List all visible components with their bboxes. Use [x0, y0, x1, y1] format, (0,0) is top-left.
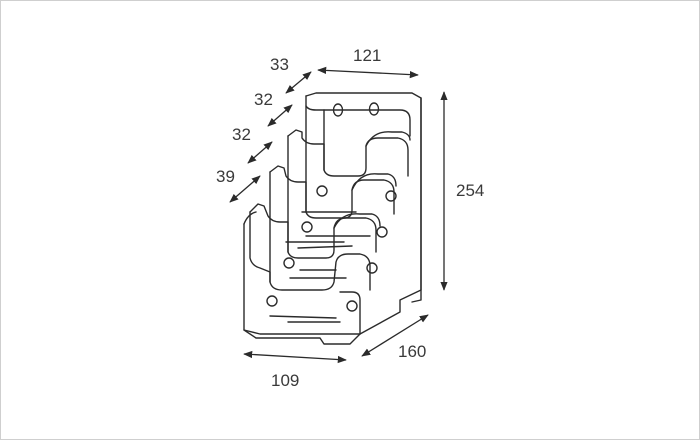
mount-hole-left: [332, 103, 344, 117]
dim-depth-label: 160: [398, 342, 426, 361]
body-right-side: [359, 97, 422, 335]
back-panel: [305, 92, 422, 303]
dim-step-2-label: 32: [254, 90, 273, 109]
hole: [366, 262, 378, 274]
tier-2-pocket: [269, 165, 395, 219]
hole: [385, 190, 397, 202]
hole: [301, 221, 313, 233]
shelf-lines: [269, 211, 371, 323]
hole: [346, 300, 358, 312]
back-panel-front-edge: [305, 95, 411, 137]
hole: [376, 226, 388, 238]
dim-step-4-arrow: [229, 175, 261, 203]
tier-2-inner: [287, 135, 397, 253]
dim-top-width-label: 121: [353, 46, 381, 65]
tier-1-pocket: [287, 129, 409, 177]
front-panel: [243, 223, 361, 335]
dim-step-1-arrow: [285, 71, 312, 94]
dim-depth-arrow: [361, 314, 429, 357]
hole: [266, 295, 278, 307]
tier-4-pocket: [249, 211, 371, 291]
mount-hole-right: [368, 102, 380, 116]
dim-step-1-label: 33: [270, 55, 289, 74]
holder-drawing: [243, 92, 422, 345]
dim-base-width-label: 109: [271, 371, 299, 390]
tier-3-pocket: [249, 203, 377, 259]
dim-base-width-arrow: [243, 350, 347, 364]
dimension-arrows: [229, 66, 448, 364]
dim-step-3-arrow: [247, 141, 273, 164]
tier-3-inner: [269, 171, 381, 283]
dim-top-width-arrow: [317, 66, 419, 79]
hole: [283, 257, 295, 269]
dim-step-2-arrow: [267, 104, 293, 127]
dim-step-4-label: 39: [216, 167, 235, 186]
front-left-edge: [243, 211, 361, 345]
hole: [316, 185, 328, 197]
dim-height-label: 254: [456, 181, 484, 200]
dim-step-3-label: 32: [232, 125, 251, 144]
